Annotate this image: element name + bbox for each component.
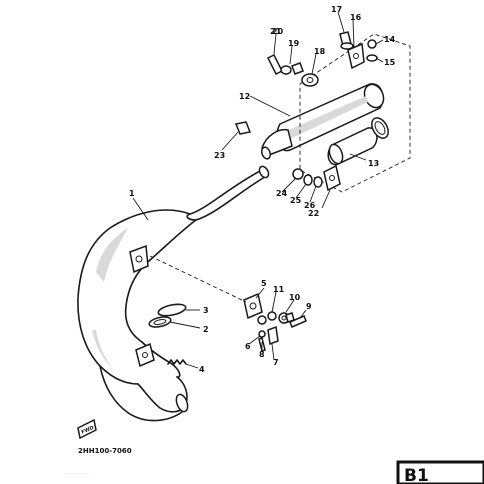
- callout-2: 2: [203, 325, 209, 334]
- callout-16: 16: [350, 13, 362, 22]
- callout-21: 21: [270, 27, 282, 36]
- callout-3: 3: [203, 306, 209, 315]
- callout-8: 8: [259, 350, 265, 359]
- callout-1: 1: [129, 189, 135, 198]
- callout-13: 13: [368, 159, 379, 168]
- callout-numbers: 1 2 3 4 5 6 7 8 9 10 11 12 13 14 15 16 1…: [129, 5, 396, 374]
- gasket-parts: [148, 303, 187, 365]
- leader-lines: [132, 11, 384, 369]
- forward-direction-badge: FWD: [77, 418, 97, 440]
- callout-19: 19: [288, 39, 300, 48]
- silencer-assembly: [260, 33, 411, 193]
- expansion-chamber: [77, 165, 270, 422]
- footer-text: · · · · · · · · · · · ·: [64, 471, 93, 476]
- callout-4: 4: [199, 365, 205, 374]
- section-tab: B1: [396, 460, 484, 484]
- callout-5: 5: [261, 279, 267, 288]
- callout-15: 15: [384, 58, 396, 67]
- callout-14: 14: [384, 35, 396, 44]
- callout-18: 18: [314, 47, 326, 56]
- callout-9: 9: [306, 302, 312, 311]
- callout-17: 17: [331, 5, 342, 14]
- callout-20: 20: [272, 27, 284, 36]
- callout-6: 6: [245, 342, 251, 351]
- callout-25: 25: [290, 196, 302, 205]
- section-tab-label: B1: [404, 466, 429, 484]
- callout-26: 26: [304, 201, 316, 210]
- mount-bracket-hardware: [243, 292, 307, 352]
- callout-22: 22: [308, 209, 319, 218]
- drawing-code: 2HH100-7060: [78, 447, 132, 455]
- callout-23: 23: [214, 151, 225, 160]
- forward-label: FWD: [81, 425, 95, 436]
- callout-12: 12: [239, 92, 250, 101]
- callout-10: 10: [289, 293, 301, 302]
- callout-24: 24: [276, 189, 288, 198]
- assembly-centerline: [149, 255, 247, 303]
- callout-11: 11: [273, 285, 285, 294]
- callout-7: 7: [273, 358, 279, 367]
